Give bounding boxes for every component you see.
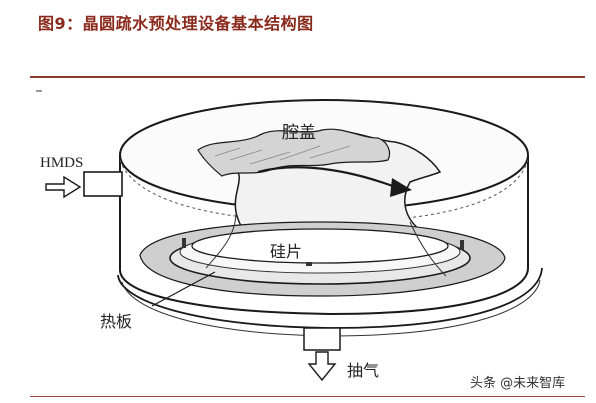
bottom-divider bbox=[30, 396, 585, 397]
label-exhaust: 抽气 bbox=[347, 361, 380, 380]
hmds-inlet-pipe bbox=[83, 171, 123, 197]
wafer-pin-center bbox=[306, 262, 312, 266]
label-wafer: 硅片 bbox=[270, 242, 303, 261]
lid-flap bbox=[197, 128, 391, 177]
hmds-inlet-arrow bbox=[45, 175, 82, 199]
exhaust-arrow bbox=[307, 351, 337, 382]
figure-title: 图9：晶圆疏水预处理设备基本结构图 bbox=[38, 14, 314, 33]
hotplate-leader bbox=[151, 271, 216, 307]
label-hmds: HMDS bbox=[40, 155, 84, 171]
lid-flap-hatch bbox=[214, 145, 351, 165]
flow-line-right bbox=[409, 221, 447, 277]
label-lid: 腔盖 bbox=[282, 123, 316, 143]
gas-flow-arrow bbox=[257, 166, 399, 190]
label-hotplate: 热板 bbox=[100, 312, 133, 331]
gas-flow-arrowhead bbox=[390, 178, 412, 197]
wafer-pin-right bbox=[460, 240, 464, 250]
wafer-pin-left bbox=[182, 238, 186, 248]
watermark: 头条 @未来智库 bbox=[470, 376, 566, 391]
title-divider bbox=[30, 76, 585, 78]
flow-line-left bbox=[205, 211, 237, 269]
wafer bbox=[191, 228, 449, 264]
exhaust-pipe bbox=[303, 327, 341, 351]
chamber-wall bbox=[119, 155, 529, 316]
